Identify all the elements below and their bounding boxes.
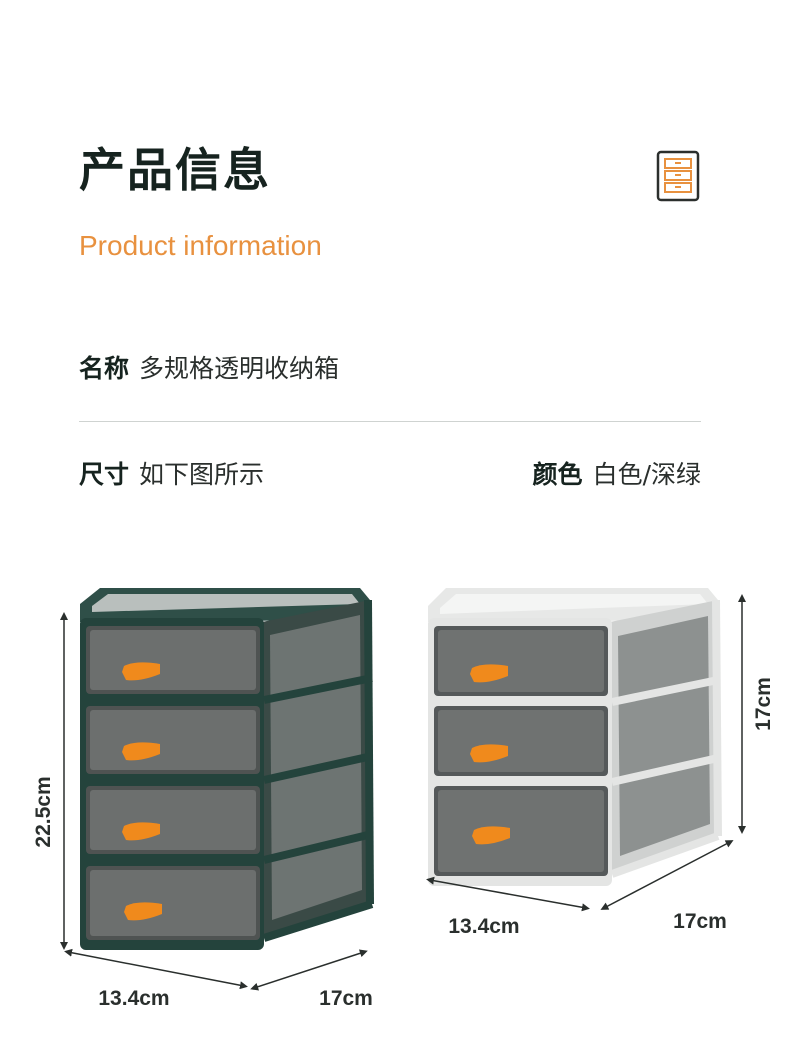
spec-name-label: 名称 (79, 354, 130, 383)
spec-color-label: 颜色 (532, 460, 583, 489)
spec-size-row: 尺寸如下图所示 (79, 458, 264, 492)
white-depth-label: 17cm (673, 910, 727, 933)
green-storage-unit (80, 588, 374, 950)
page-subtitle: Product information (79, 230, 322, 261)
white-height-label: 17cm (752, 677, 775, 731)
white-width-label: 13.4cm (448, 915, 519, 938)
green-drawer-3 (86, 786, 260, 854)
green-width-label: 13.4cm (98, 987, 169, 1010)
green-depth-label: 17cm (319, 987, 373, 1010)
page-title: 产品信息 (79, 143, 271, 197)
spec-name-row: 名称多规格透明收纳箱 (79, 352, 339, 386)
green-drawer-2 (86, 706, 260, 774)
green-drawer-4 (86, 866, 260, 940)
green-drawer-1 (86, 626, 260, 694)
spec-color-row: 颜色白色/深绿 (533, 458, 701, 492)
divider (79, 421, 701, 422)
spec-name-value: 多规格透明收纳箱 (139, 354, 340, 383)
spec-size-value: 如下图所示 (139, 460, 265, 489)
white-drawer-3 (434, 786, 608, 876)
white-storage-unit (428, 588, 722, 886)
spec-color-value: 白色/深绿 (592, 460, 701, 489)
green-height-label: 22.5cm (32, 776, 55, 847)
spec-size-label: 尺寸 (79, 460, 130, 489)
white-drawer-2 (434, 706, 608, 776)
white-drawer-1 (434, 626, 608, 696)
drawer-cabinet-icon (656, 150, 700, 202)
product-illustration: 22.5cm 13.4cm 17cm 17 (32, 588, 775, 1010)
